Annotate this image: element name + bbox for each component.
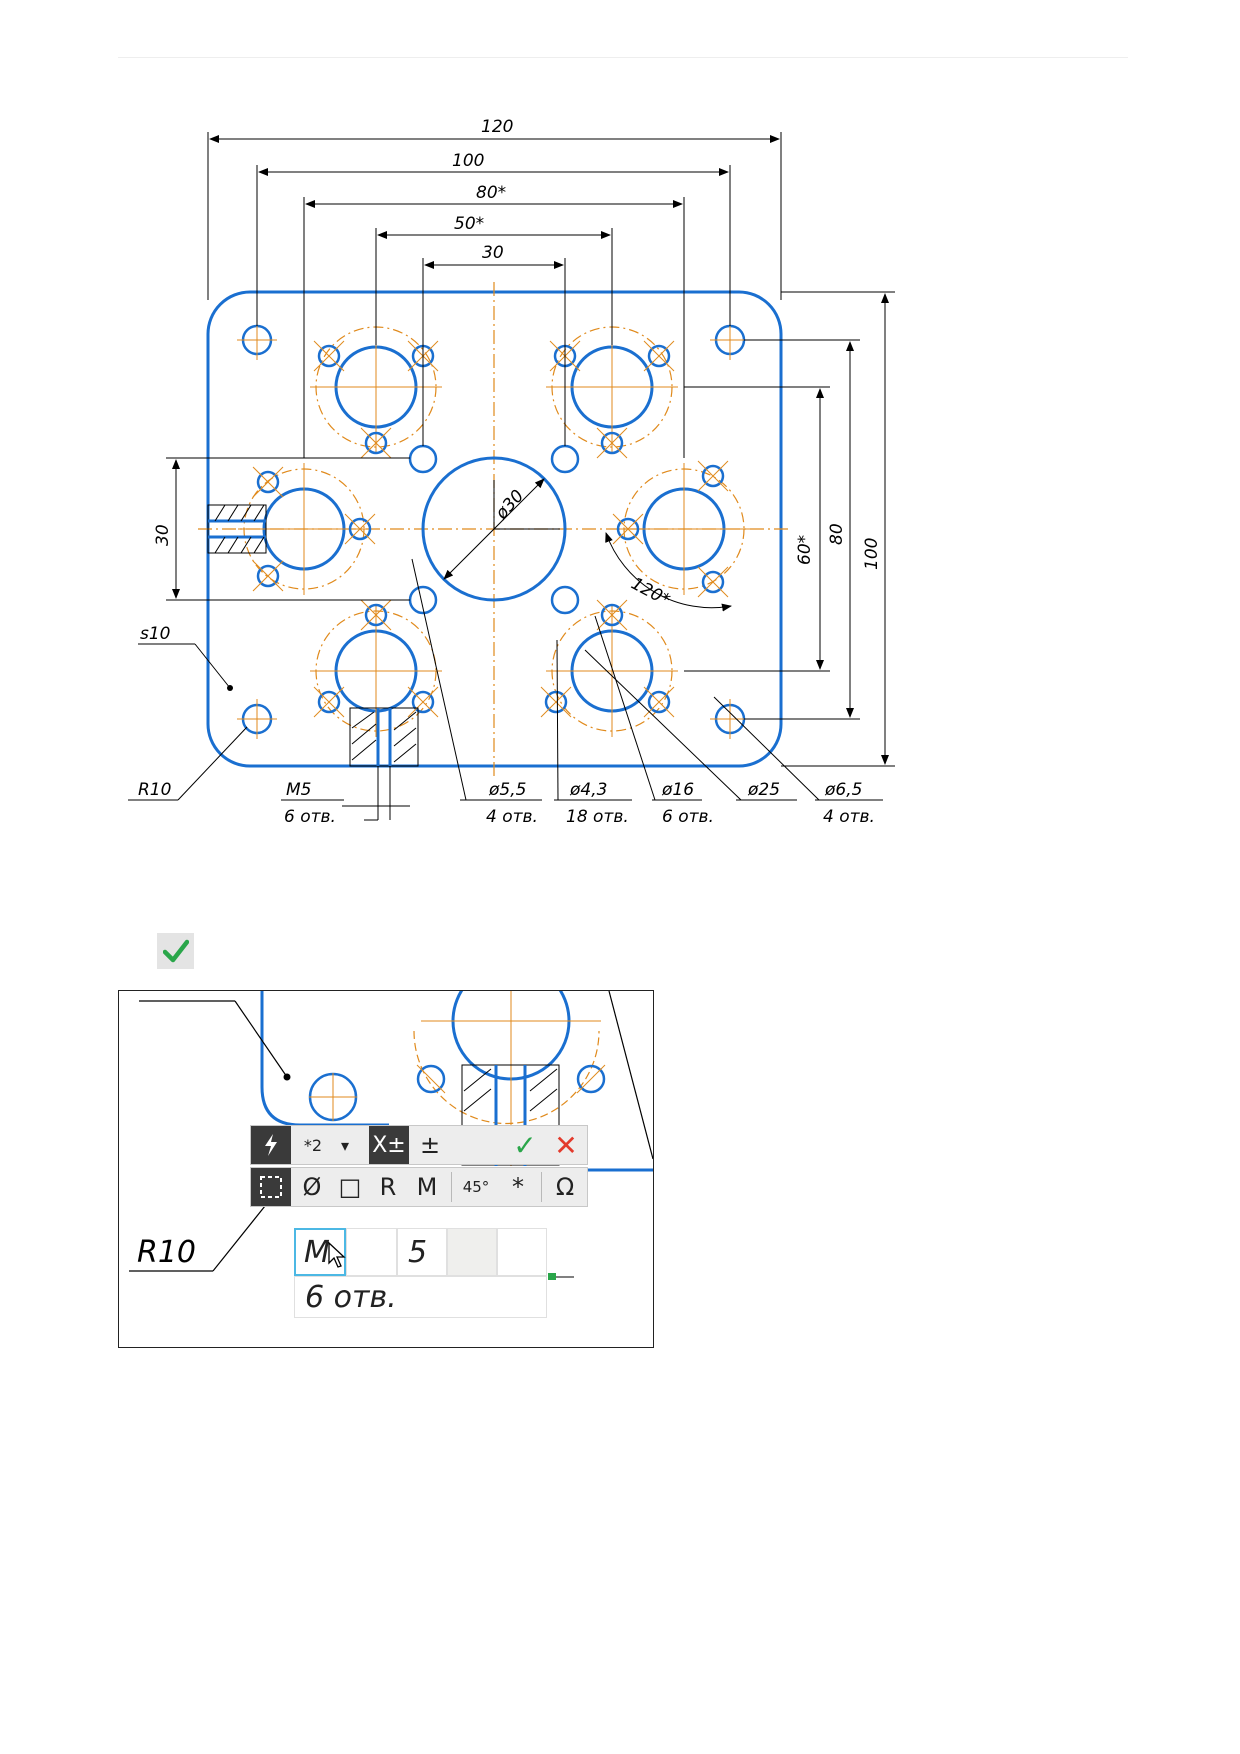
dim-30: 30 [482, 243, 504, 263]
label-phi16-count: 6 отв. [662, 807, 714, 827]
label-phi25: ø25 [747, 780, 780, 800]
diameter-button[interactable]: Ø [302, 1173, 322, 1201]
label-phi16: ø16 [661, 780, 694, 800]
dim-phi30: ø30 [491, 486, 528, 524]
dim-80: 80* [476, 183, 506, 203]
dimension-lines [166, 132, 895, 767]
label-phi65: ø6,5 [824, 780, 862, 800]
label-phi65-count: 4 отв. [823, 807, 875, 827]
cancel-button[interactable]: ✕ [554, 1128, 578, 1162]
zoom-r10-label: R10 [137, 1235, 196, 1270]
label-phi43: ø4,3 [569, 780, 607, 800]
label-phi43-count: 18 отв. [566, 807, 629, 827]
technical-drawing: 120 100 80* 50* 30 30 60* 80 100 ø30 120… [128, 117, 895, 827]
chamfer-button[interactable]: 45° [462, 1178, 490, 1196]
label-m5-count: 6 отв. [284, 807, 336, 827]
label-s10: s10 [140, 624, 171, 644]
toolbar-row-2: Ø □ R M 45° * Ω [250, 1167, 588, 1207]
ok-button[interactable]: ✓ [513, 1128, 537, 1162]
central-hole [421, 456, 567, 602]
frame-icon [260, 1176, 282, 1198]
text-cell-empty-3[interactable] [497, 1228, 547, 1276]
label-phi55: ø5,5 [488, 780, 526, 800]
corner-hole-centerlines [237, 320, 750, 739]
label-m5: M5 [286, 780, 311, 800]
leader-texts: s10 R10 M5 6 отв. ø5,5 4 отв. ø4,3 18 от… [138, 624, 875, 827]
star-button[interactable]: * [512, 1173, 524, 1201]
dim-80-vertical: 80 [827, 523, 847, 545]
label-r10: R10 [138, 780, 171, 800]
toolbar-separator [451, 1172, 452, 1202]
frame-button[interactable] [251, 1168, 291, 1206]
flange-bottom-left [310, 599, 442, 737]
dim-50: 50* [454, 214, 484, 234]
dim-30-vertical: 30 [153, 524, 173, 546]
size-dropdown-icon[interactable]: ▾ [340, 1135, 350, 1155]
label-phi55-count: 4 отв. [486, 807, 538, 827]
square-button[interactable]: □ [338, 1173, 362, 1201]
toolbar-separator [541, 1172, 542, 1202]
checkmark-icon [162, 939, 189, 963]
plusminus-button[interactable]: ± [419, 1131, 441, 1159]
text-cell-empty-2[interactable] [447, 1228, 497, 1276]
page-top-rule [118, 57, 1128, 58]
flange-bottom-right [540, 599, 678, 737]
threaded-hole-bottom [349, 707, 419, 767]
zoomed-drawing: R10 [129, 991, 653, 1280]
metric-button[interactable]: M [416, 1173, 438, 1201]
lightning-button[interactable] [251, 1126, 291, 1164]
size-value[interactable]: *2 [303, 1135, 323, 1155]
prefix-text: M [304, 1234, 330, 1270]
mouse-cursor-icon [328, 1241, 346, 1268]
toolbar-row-1: *2 ▾ X± ± ✓ ✕ [250, 1125, 588, 1165]
dim-60-vertical: 60* [795, 535, 815, 565]
text-cell-empty-1[interactable] [346, 1228, 397, 1276]
threaded-hole-left [207, 504, 267, 554]
second-line-text: 6 отв. [305, 1279, 397, 1315]
value-text: 5 [408, 1234, 428, 1270]
text-cell-value[interactable]: 5 [397, 1228, 447, 1276]
dim-120: 120 [481, 117, 513, 137]
lightning-icon [265, 1134, 277, 1156]
flange-left [238, 463, 376, 595]
dim-100: 100 [452, 151, 484, 171]
dim-100-vertical: 100 [862, 538, 882, 570]
apply-button[interactable] [157, 933, 194, 969]
omega-button[interactable]: Ω [555, 1173, 575, 1201]
radius-button[interactable]: R [379, 1173, 397, 1201]
text-cell-prefix[interactable]: M [294, 1228, 346, 1276]
leader-lines [128, 558, 883, 821]
text-cell-second-line[interactable]: 6 отв. [294, 1276, 547, 1318]
text-format-toolbar: *2 ▾ X± ± ✓ ✕ Ø □ R M 45° * Ω [250, 1125, 588, 1209]
superscript-button[interactable]: X± [369, 1126, 409, 1164]
